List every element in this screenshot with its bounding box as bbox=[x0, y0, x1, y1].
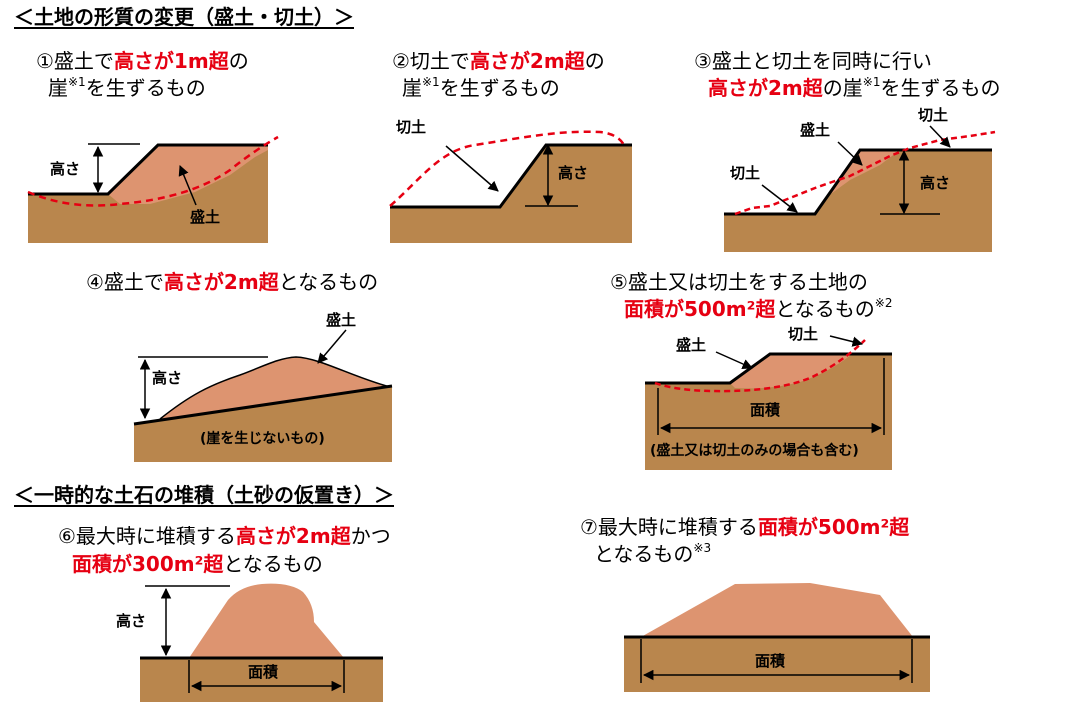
d6-area-label: 面積 bbox=[248, 663, 279, 681]
diagram-3-fill-and-cut bbox=[724, 125, 996, 252]
d4-fill-label: 盛土 bbox=[326, 311, 357, 329]
d5-fill-label: 盛土 bbox=[676, 336, 707, 354]
caption-7: ⑦最大時に堆積する面積が500m²超 bbox=[580, 515, 910, 539]
d4-height-label: 高さ bbox=[152, 369, 183, 387]
d6-height-label: 高さ bbox=[116, 612, 147, 630]
d5-area-label: 面積 bbox=[750, 401, 781, 419]
caption-1: ①盛土で高さが1m超の bbox=[36, 49, 249, 73]
caption-2-line2: 崖※1を生ずるもの bbox=[402, 75, 560, 100]
caption-6: ⑥最大時に堆積する高さが2m超かつ bbox=[58, 524, 391, 548]
caption-6-line2: 面積が300m²超となるもの bbox=[72, 552, 323, 576]
diagram-5-area bbox=[645, 335, 892, 470]
diagram-7-stockpile-area bbox=[624, 583, 930, 692]
d1-fill-label: 盛土 bbox=[190, 208, 221, 226]
caption-2: ②切土で高さが2m超の bbox=[392, 49, 605, 73]
d4-no-cliff-note: (崖を生じないもの) bbox=[200, 431, 325, 447]
diagram-1-fill-cliff bbox=[27, 135, 279, 243]
caption-1-line2: 崖※1を生ずるもの bbox=[48, 75, 206, 100]
d3-cut-bottom-label: 切土 bbox=[730, 164, 761, 182]
d5-cut-label: 切土 bbox=[788, 325, 819, 343]
caption-3: ③盛土と切土を同時に行い bbox=[694, 49, 932, 73]
d2-cut-label: 切土 bbox=[396, 118, 427, 136]
caption-7-line2: となるもの※3 bbox=[594, 541, 712, 566]
diagram-2-cut-cliff bbox=[389, 130, 632, 243]
diagram-4-fill-no-cliff bbox=[133, 329, 393, 462]
section-heading-land-modification: ＜土地の形質の変更（盛土・切土）＞ bbox=[14, 5, 354, 29]
section-heading-temporary-stockpile: ＜一時的な土石の堆積（土砂の仮置き）＞ bbox=[14, 483, 394, 507]
caption-3-line2: 高さが2m超の崖※1を生ずるもの bbox=[708, 75, 1001, 100]
d3-height-label: 高さ bbox=[920, 174, 951, 192]
d2-height-label: 高さ bbox=[558, 164, 589, 182]
caption-4: ④盛土で高さが2m超となるもの bbox=[86, 270, 379, 294]
d5-either-only-note: (盛土又は切土のみの場合も含む) bbox=[650, 443, 859, 459]
diagram-6-stockpile-height bbox=[140, 583, 383, 702]
caption-5: ⑤盛土又は切土をする土地の bbox=[610, 270, 868, 294]
d3-cut-top-label: 切土 bbox=[918, 106, 949, 124]
d7-area-label: 面積 bbox=[755, 652, 786, 670]
d1-height-label: 高さ bbox=[50, 160, 81, 178]
caption-5-line2: 面積が500m²超となるもの※2 bbox=[624, 296, 893, 321]
d3-fill-label: 盛土 bbox=[800, 121, 831, 139]
